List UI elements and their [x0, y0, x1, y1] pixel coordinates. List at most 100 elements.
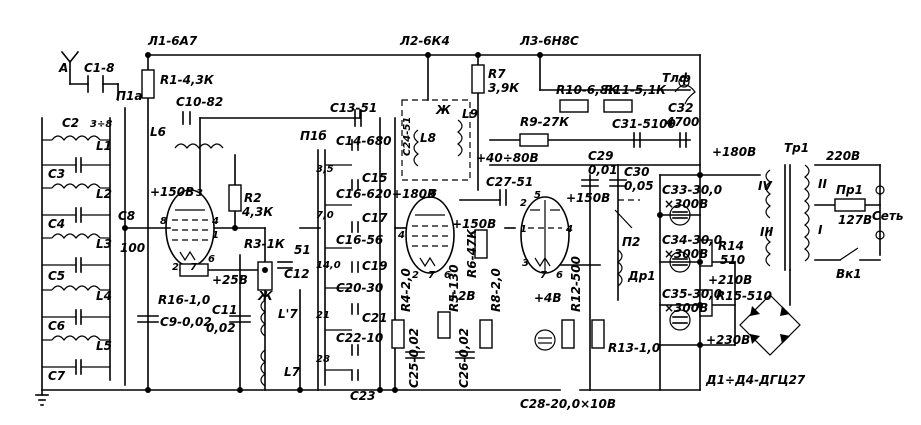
- resistor-r4: [391, 319, 405, 349]
- label-c35: С35-30,0: [662, 287, 722, 301]
- label-band-28: 28: [316, 354, 330, 365]
- label-c30: С30: [624, 165, 650, 179]
- label-pin8-l2: 8: [430, 188, 437, 199]
- switch-p2: [614, 199, 640, 229]
- label-c11: С11: [212, 303, 238, 317]
- label-c16: С16-620: [336, 187, 392, 201]
- capacitor-c28: [534, 329, 556, 351]
- capacitor-c31: [633, 132, 641, 148]
- label-c8-val: 100: [120, 241, 145, 255]
- label-band-14: 14,0: [316, 260, 341, 271]
- label-pin5-l3: 5: [534, 190, 541, 201]
- capacitor-c25: [405, 351, 425, 359]
- label-r10: R10-6,8К: [556, 83, 619, 97]
- resistor-r3: [257, 261, 273, 291]
- label-c23: С23: [350, 389, 376, 403]
- label-r16: R16-1,0: [158, 293, 210, 307]
- label-r6: R6-47К: [465, 228, 479, 278]
- label-r4: R4-2,0: [399, 268, 413, 312]
- label-v150: +150В: [150, 185, 194, 199]
- label-pin7-l1: 7: [190, 262, 197, 273]
- label-c18: С16-56: [336, 233, 383, 247]
- label-r5: R5-130: [447, 264, 461, 312]
- label-antenna: А: [58, 61, 68, 75]
- label-vk1: Вк1: [836, 267, 862, 281]
- label-r1: R1-4,3К: [160, 73, 215, 87]
- resistor-r6: [474, 229, 488, 259]
- label-r14: R14: [718, 239, 744, 253]
- label-v210: +210В: [708, 273, 752, 287]
- capacitor-c30: [609, 179, 627, 187]
- resistor-r1: [141, 69, 155, 99]
- label-c35b: ×300В: [664, 301, 708, 315]
- label-c20: С20-30: [336, 281, 383, 295]
- label-pin3-l1: 3: [196, 188, 203, 199]
- label-c7: С7: [48, 369, 66, 383]
- label-pin2-l1: 2: [172, 262, 179, 273]
- resistor-r2: [228, 184, 242, 212]
- headphone-icon: [674, 76, 696, 105]
- tube-l3: [520, 196, 570, 274]
- label-r13: R13-1,0: [608, 341, 660, 355]
- coil-l8: [413, 129, 419, 167]
- label-zh-if: Ж: [435, 103, 451, 117]
- label-c21: С21: [362, 311, 388, 325]
- label-c33: С33-30,0: [662, 183, 722, 197]
- label-zh-l7: Ж: [257, 289, 273, 303]
- label-tube-l1: Л1-6А7: [147, 34, 198, 48]
- label-winding-3: III: [760, 225, 774, 239]
- label-c29-val: 0,01: [588, 163, 618, 177]
- label-l5: L5: [96, 339, 112, 353]
- label-r7-val: 3,9К: [488, 81, 520, 95]
- label-tube-l2: Л2-6К4: [399, 34, 450, 48]
- label-r7: R7: [488, 67, 506, 81]
- label-band-21: 21: [316, 310, 330, 321]
- resistor-r12: [561, 319, 575, 349]
- label-v2: +2В: [448, 289, 476, 303]
- label-c24: С24-51: [402, 117, 413, 156]
- label-c8: С8: [118, 209, 135, 223]
- label-pr1: Пр1: [836, 183, 863, 197]
- label-c13: С13-51: [330, 101, 377, 115]
- label-diodes: Д1÷Д4-ДГЦ27: [705, 373, 806, 387]
- diode-bridge: [739, 294, 801, 356]
- capacitor-c27: [499, 189, 507, 206]
- label-c2-range: 3÷8: [90, 119, 112, 130]
- label-r15: R15-510: [716, 289, 772, 303]
- label-c11-val: 0,02: [206, 321, 236, 335]
- label-v40: +40÷80В: [476, 151, 539, 165]
- label-r12: R12-500: [569, 256, 583, 312]
- label-c14: С14-680: [336, 134, 392, 148]
- label-set: Сеть: [872, 209, 904, 223]
- resistor-r13: [591, 319, 605, 349]
- label-c5: С5: [48, 269, 65, 283]
- oscillator-capacitor-bank: [324, 109, 361, 386]
- label-l4: L4: [96, 289, 112, 303]
- label-pin2-l3: 2: [520, 198, 527, 209]
- label-r2-val: 4,3К: [241, 205, 274, 219]
- resistor-r5: [437, 311, 451, 339]
- coil-l6: [174, 143, 224, 149]
- capacitor-c32: [679, 132, 687, 148]
- label-p1b: П1б: [300, 129, 327, 143]
- label-c26: С26-0,02: [457, 328, 471, 388]
- label-v150b: +150В: [452, 217, 496, 231]
- input-coil-bank: [42, 135, 110, 375]
- label-r11: R11-5,1К: [604, 83, 667, 97]
- capacitor-c13: [354, 109, 362, 127]
- label-c4: С4: [48, 217, 65, 231]
- label-c6-left: С6: [48, 319, 65, 333]
- resistor-r10: [559, 99, 589, 113]
- label-l1: L1: [96, 139, 112, 153]
- label-c10: С10-82: [176, 95, 223, 109]
- label-pin7-l3: 7: [540, 270, 547, 281]
- component-labels: А С1-8 С2 3÷8 L1 L2 L3 L4 L5 С3 С4 С5 С6…: [48, 34, 904, 411]
- label-v180b: +180В: [712, 145, 756, 159]
- label-pin4-l1: 4: [211, 216, 219, 227]
- label-c32-val: 4700: [665, 115, 699, 129]
- coil-l7: [260, 299, 266, 387]
- label-c19: С19: [362, 259, 388, 273]
- mains-terminals: [875, 185, 885, 240]
- resistor-r11: [603, 99, 633, 113]
- if-transformer-shield: [401, 99, 471, 181]
